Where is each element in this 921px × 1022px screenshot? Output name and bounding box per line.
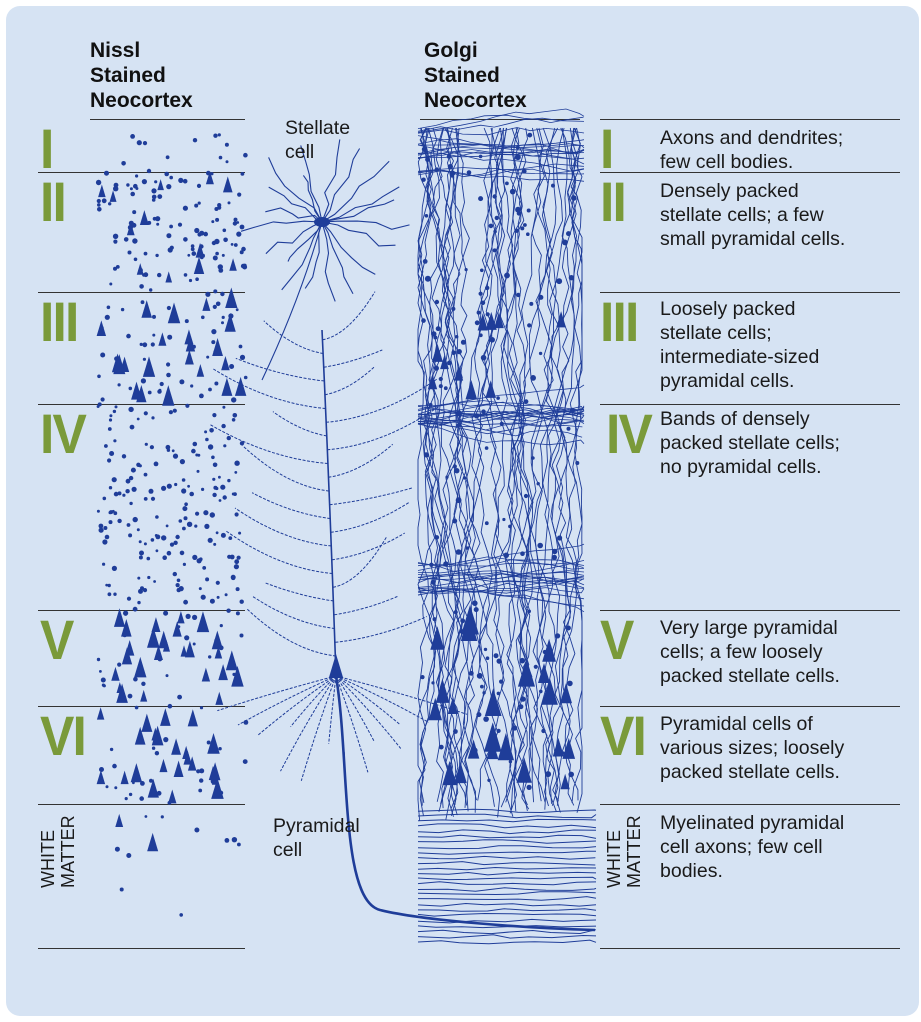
golgi-stained-network bbox=[418, 109, 596, 944]
stellate-label-line-1: Stellate bbox=[285, 116, 350, 140]
pyramidal-label-line-1: Pyramidal bbox=[273, 814, 360, 838]
pyramidal-cell-drawing bbox=[209, 292, 595, 930]
stellate-cell-label: Stellate cell bbox=[285, 116, 350, 164]
stellate-label-line-2: cell bbox=[285, 140, 350, 164]
example-neurons bbox=[209, 139, 595, 930]
pyramidal-cell-label: Pyramidal cell bbox=[273, 814, 360, 862]
nissl-stained-cells bbox=[96, 133, 248, 916]
pyramidal-label-line-2: cell bbox=[273, 838, 360, 862]
stellate-cell-drawing bbox=[241, 139, 410, 380]
